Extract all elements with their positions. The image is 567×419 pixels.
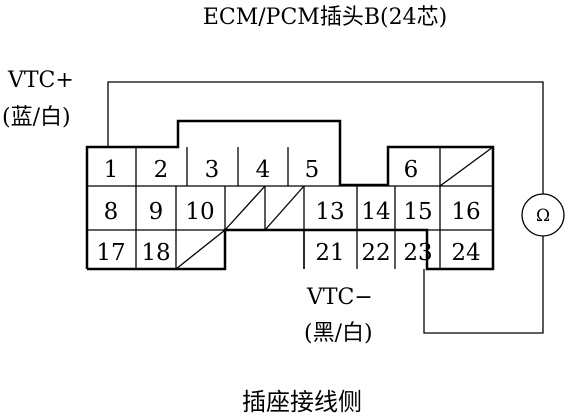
- pin-15: 15: [403, 199, 432, 225]
- pin-16: 16: [451, 199, 480, 225]
- pin-24: 24: [451, 240, 480, 266]
- pin-18: 18: [141, 240, 170, 266]
- pin-grid: [87, 147, 493, 269]
- pin-1: 1: [104, 157, 119, 183]
- pin-22: 22: [361, 240, 390, 266]
- pin-9: 9: [149, 199, 164, 225]
- pin-4: 4: [256, 157, 271, 183]
- pin-13: 13: [315, 199, 344, 225]
- vtc-minus-label: VTC−: [306, 285, 373, 310]
- vtc-plus-label: VTC+: [7, 68, 74, 93]
- pin-6: 6: [404, 157, 419, 183]
- pin-23: 23: [403, 240, 432, 266]
- pin-14: 14: [361, 199, 390, 225]
- pin-8: 8: [104, 199, 119, 225]
- meter-leads: [107, 81, 544, 334]
- vtc-minus-color: (黑/白): [304, 321, 373, 346]
- ohm-symbol: Ω: [536, 206, 550, 226]
- pin-21: 21: [315, 240, 344, 266]
- pin-17: 17: [96, 240, 125, 266]
- ohmmeter-icon: [521, 193, 565, 237]
- footer-caption: 插座接线侧: [242, 388, 362, 416]
- pin-10: 10: [185, 199, 214, 225]
- connector-outline: [85, 119, 495, 271]
- pin-labels: 1 2 3 4 5 6 8 9 10 13 14 15 16 17 18 21 …: [96, 157, 480, 266]
- blank-pin-marks: [175, 146, 494, 270]
- pin-3: 3: [205, 157, 220, 183]
- vtc-minus-lead: [423, 236, 544, 334]
- pin-5: 5: [305, 157, 320, 183]
- diagram-title: ECM/PCM插头B(24芯): [203, 5, 447, 30]
- vtc-plus-lead: [107, 81, 544, 194]
- vtc-plus-color: (蓝/白): [2, 105, 71, 130]
- pin-2: 2: [154, 157, 169, 183]
